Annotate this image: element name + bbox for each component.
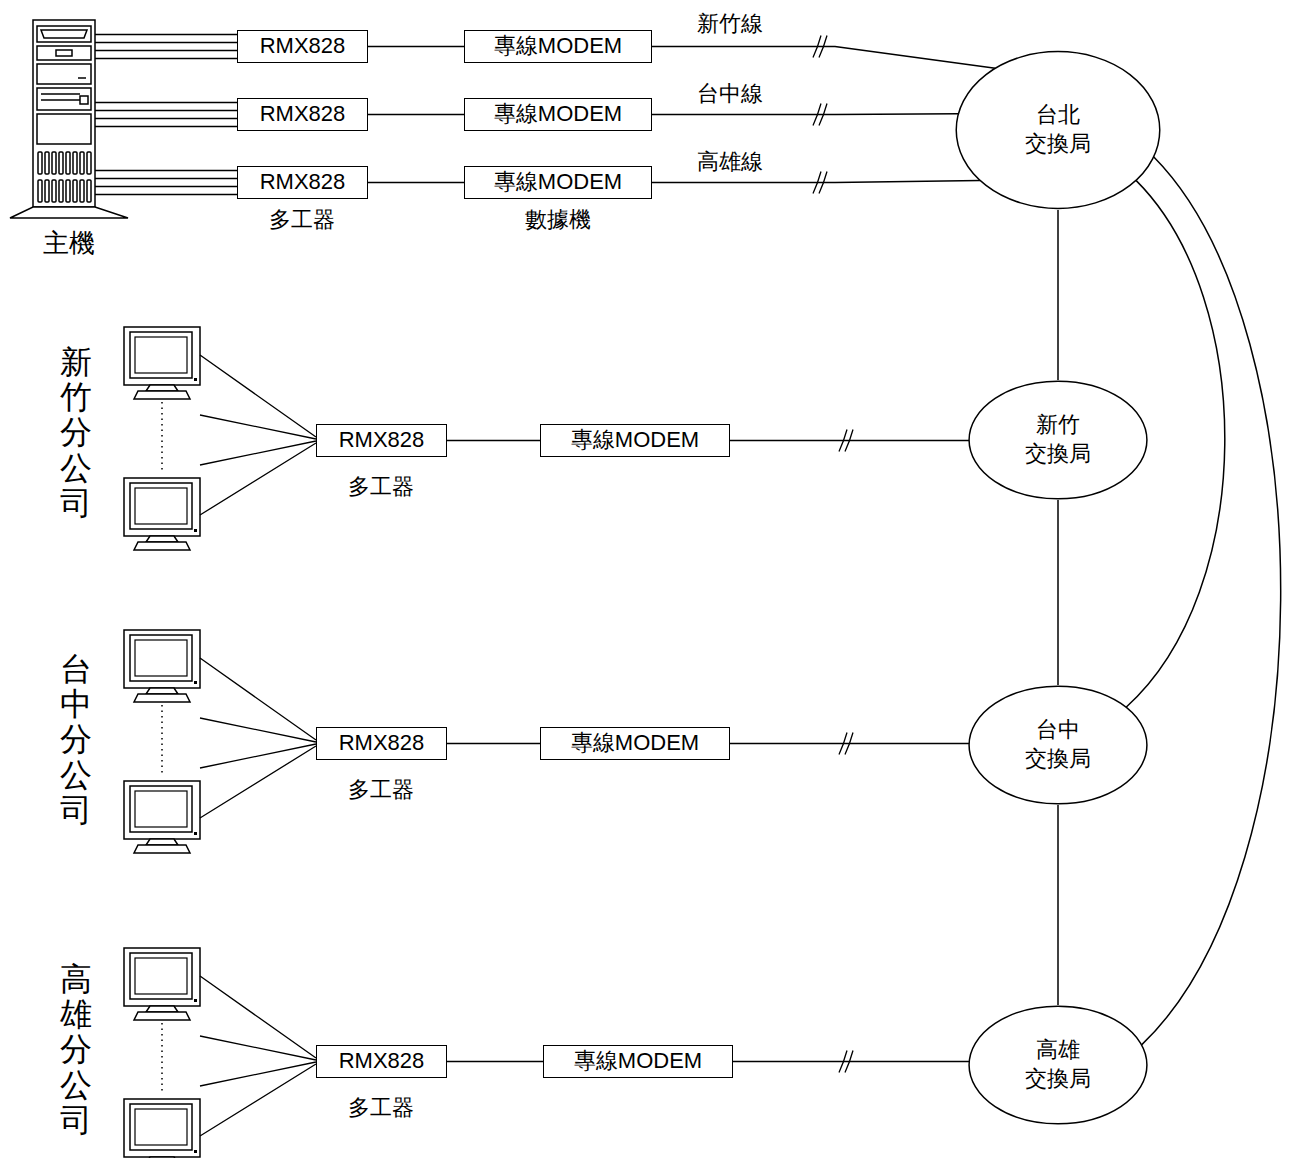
device-name: 專線MODEM [494,101,622,127]
device-caption: 多工器 [348,1095,414,1121]
exchange-name: 台中 交換局 [1023,716,1093,773]
line-connector [447,1061,543,1062]
line-break-mark [813,36,827,58]
device-name: RMX828 [339,427,425,453]
line-connector [1058,805,1059,1005]
exchange-ellipse: 台北 交換局 [955,50,1161,210]
exchange-ellipse: 高雄 交換局 [968,1005,1148,1125]
line-label: 新竹線 [695,11,765,37]
line-connector [730,733,969,755]
line-path [652,113,959,115]
branch-office-label: 台中分公司 [60,652,92,828]
line-connector [652,36,995,69]
line-label: 高雄線 [695,149,765,175]
line-path [733,1061,969,1063]
line-label: 台中線 [695,81,765,107]
line-path [95,103,237,127]
device-name: 專線MODEM [494,169,622,195]
device-box: RMX828 [237,30,368,63]
device-box: 專線MODEM [540,727,730,760]
line-break-mark [839,430,853,452]
exchange-ellipse: 台中 交換局 [968,685,1148,805]
host-label: 主機 [43,228,95,259]
terminal-group [124,948,316,1158]
line-break-mark [839,1051,853,1073]
device-name: 專線MODEM [574,1048,702,1074]
exchange-ellipse: 新竹 交換局 [968,380,1148,500]
device-box: 專線MODEM [464,166,652,199]
line-connector [447,440,540,441]
device-name: 專線MODEM [571,730,699,756]
line-path [652,180,980,182]
device-name: RMX828 [260,169,346,195]
device-caption: 多工器 [269,207,335,233]
device-box: RMX828 [316,1045,447,1078]
line-path [95,35,237,59]
device-name: RMX828 [260,33,346,59]
device-box: RMX828 [237,166,368,199]
line-break-mark [813,172,827,194]
branch-office-label: 高雄分公司 [60,962,92,1138]
device-name: RMX828 [260,101,346,127]
device-box: RMX828 [316,727,447,760]
line-break-mark [839,733,853,755]
device-name: RMX828 [339,730,425,756]
device-caption: 多工器 [348,777,414,803]
line-connector [447,743,540,744]
line-connector [733,1051,969,1073]
device-caption: 數據機 [525,207,591,233]
terminal-group [124,327,316,550]
device-box: 專線MODEM [464,98,652,131]
line-connector [1142,157,1281,1045]
line-connector [95,35,237,59]
line-connector [95,171,237,195]
line-connector [368,182,464,183]
device-box: 專線MODEM [464,30,652,63]
line-path [1057,210,1059,380]
line-path [1057,500,1059,685]
branch-office-label: 新竹分公司 [60,345,92,521]
device-box: RMX828 [237,98,368,131]
device-box: 專線MODEM [543,1045,733,1078]
device-name: 專線MODEM [494,33,622,59]
line-break-mark [813,104,827,126]
line-path [447,743,540,745]
line-path [368,46,464,48]
device-name: 專線MODEM [571,427,699,453]
line-path [447,440,540,442]
device-box: 專線MODEM [540,424,730,457]
line-path [1057,805,1059,1005]
line-connector [95,103,237,127]
exchange-name: 台北 交換局 [1023,101,1093,158]
device-caption: 多工器 [348,474,414,500]
line-connector [1058,500,1059,685]
ellipse-outline [955,50,1161,210]
ellipse-outline [968,380,1148,500]
device-box: RMX828 [316,424,447,457]
line-connector [730,430,969,452]
terminal-group [124,630,316,853]
line-path [368,114,464,116]
line-path [652,47,995,69]
line-path [95,171,237,195]
line-path [368,182,464,184]
line-connector [368,114,464,115]
device-name: RMX828 [339,1048,425,1074]
exchange-name: 新竹 交換局 [1023,411,1093,468]
line-connector [1058,210,1059,380]
exchange-name: 高雄 交換局 [1023,1036,1093,1093]
line-connector [368,46,464,47]
host-computer: 主機 [10,16,128,261]
ellipse-outline [968,1005,1148,1125]
ellipse-outline [968,685,1148,805]
line-path [1142,157,1281,1045]
line-path [447,1061,543,1063]
